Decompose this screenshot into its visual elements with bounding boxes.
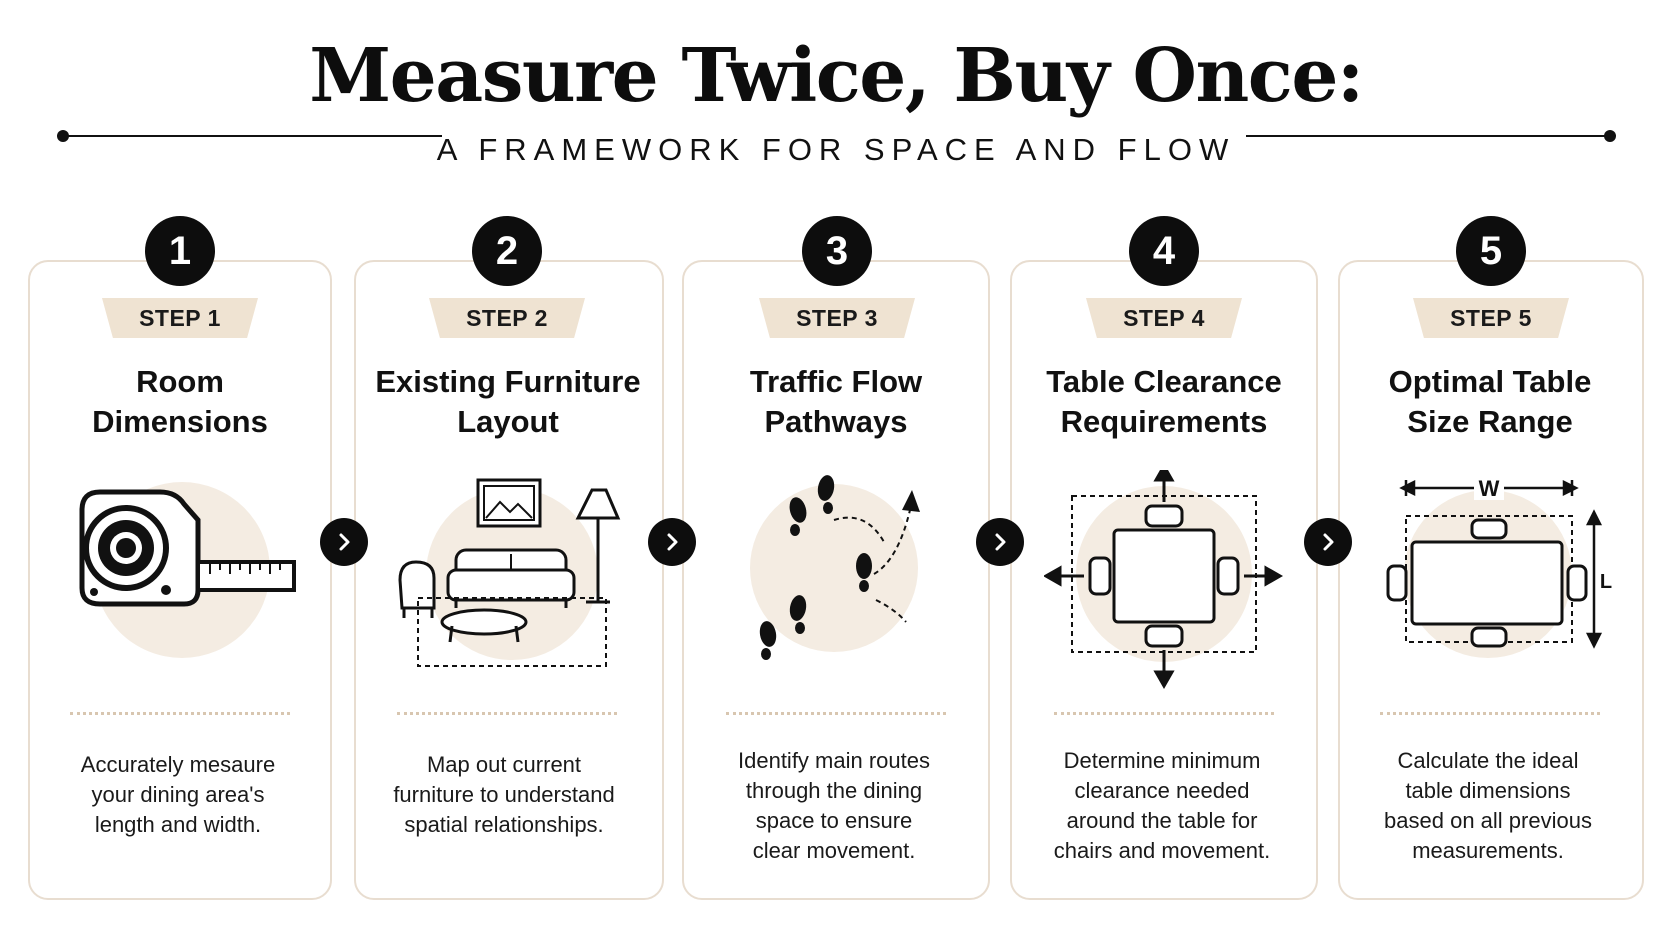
step-description-3: Identify main routes through the dining … [738,748,930,863]
step-label-2: STEP 2 [429,298,585,338]
title-rule-left [64,135,442,137]
title-rule-right [1246,135,1608,137]
step-divider-1 [70,712,290,715]
title-rule-dot-left [57,130,69,142]
step-heading-1: Room Dimensions [30,362,330,442]
step-label-3: STEP 3 [759,298,915,338]
page-subtitle: A FRAMEWORK FOR SPACE AND FLOW [436,132,1236,167]
step-label-5: STEP 5 [1413,298,1569,338]
step-heading-1-line2: Dimensions [92,404,268,439]
width-label: W [1479,476,1500,501]
step-heading-3-line1: Traffic Flow [749,364,923,399]
title-rule-dot-right [1604,130,1616,142]
chevron-right-icon [320,518,368,566]
furniture-layout-icon [398,478,621,667]
tape-measure-icon [79,482,296,658]
step-description-5: Calculate the ideal table dimensions bas… [1384,748,1592,863]
step-number-3: 3 [802,216,872,286]
step-heading-4-line1: Table Clearance [1046,364,1282,399]
step-divider-2 [397,712,617,715]
step-description-4: Determine minimum clearance needed aroun… [1053,748,1271,863]
step-number-2: 2 [472,216,542,286]
chevron-right-icon [1304,518,1352,566]
step-heading-4-line2: Requirements [1060,404,1268,439]
step-heading-5-line1: Optimal Table [1388,364,1592,399]
step-heading-2-line2: Layout [457,404,559,439]
step-heading-3: Traffic Flow Pathways [686,362,986,442]
step-heading-2-line1: Existing Furniture [375,364,641,399]
step-heading-4: Table Clearance Requirements [1014,362,1314,442]
table-size-icon: W L [1386,474,1612,658]
table-clearance-icon [1044,470,1284,690]
step-number-5: 5 [1456,216,1526,286]
step-heading-2: Existing Furniture Layout [358,362,658,442]
length-label: L [1600,571,1612,593]
step-heading-3-line2: Pathways [764,404,908,439]
step-number-4: 4 [1129,216,1199,286]
step-heading-5-line2: Size Range [1407,404,1573,439]
step-divider-5 [1380,712,1600,715]
step-description-1: Accurately mesaure your dining area's le… [80,752,276,837]
chevron-right-icon [976,518,1024,566]
step-description-2: Map out current furniture to understand … [393,752,615,837]
step-label-4: STEP 4 [1086,298,1242,338]
step-heading-5: Optimal Table Size Range [1340,362,1640,442]
step-heading-1-line1: Room [136,364,224,399]
step-divider-3 [726,712,946,715]
step-divider-4 [1054,712,1274,715]
step-label-1: STEP 1 [102,298,258,338]
chevron-right-icon [648,518,696,566]
page-title: Measure Twice, Buy Once: [309,33,1364,119]
step-number-1: 1 [145,216,215,286]
footsteps-icon [750,475,920,660]
